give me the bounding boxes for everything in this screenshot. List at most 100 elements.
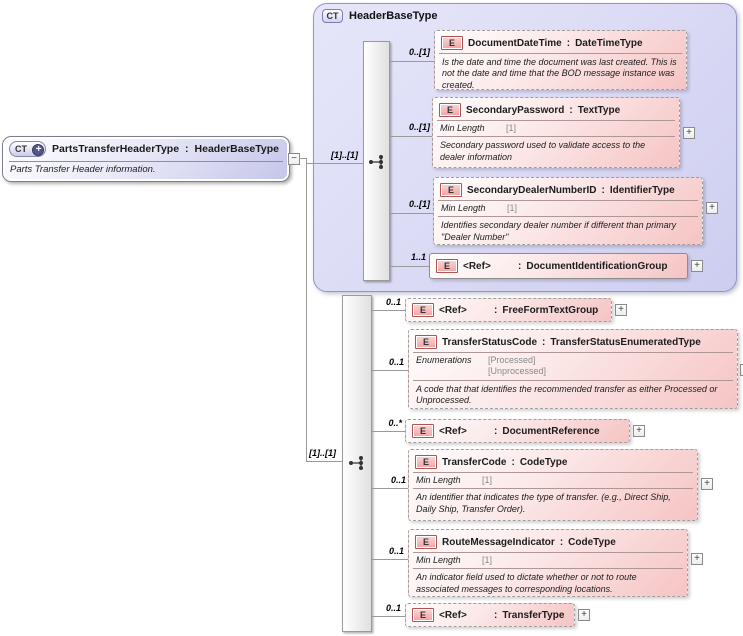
facet-value: [1] (482, 475, 493, 485)
type-separator: : (494, 609, 498, 621)
connector-line (372, 431, 405, 432)
facet-value: [Unprocessed] (488, 366, 547, 377)
element-secondarydealernumberid[interactable]: E SecondaryDealerNumberID : IdentifierTy… (433, 177, 703, 245)
element-icon: E (436, 259, 458, 273)
element-ref-freeformtextgroup[interactable]: E <Ref> : FreeFormTextGroup (405, 298, 612, 322)
divider (413, 379, 733, 381)
element-ref-documentreference[interactable]: E <Ref> : DocumentReference (405, 419, 630, 443)
cardinality-label: [1]..[1] (331, 150, 358, 160)
cardinality-label: 0..[1] (408, 199, 430, 209)
divider (438, 216, 698, 218)
type-separator: : (569, 104, 573, 116)
element-icon: E (439, 103, 461, 117)
type-separator: : (566, 37, 571, 49)
facet-value: [1] (482, 555, 493, 565)
element-description: Is the date and time the document was la… (442, 57, 677, 90)
element-type: IdentifierType (609, 184, 675, 196)
connector-line (372, 370, 408, 371)
element-type: FreeFormTextGroup (502, 304, 599, 316)
type-separator: : (518, 260, 522, 272)
cardinality-label: 1..1 (410, 252, 426, 262)
element-type: TransferStatusEnumeratedType (550, 336, 701, 348)
facet-row: Enumerations [Processed] [Unprocessed] (409, 353, 737, 380)
collapse-minus-icon[interactable] (288, 153, 300, 165)
expand-plus-icon[interactable] (615, 304, 627, 316)
divider (439, 53, 682, 54)
element-name: <Ref> (439, 304, 467, 316)
expand-plus-icon[interactable] (633, 425, 645, 437)
facet-label: Min Length (416, 555, 461, 565)
element-icon: E (412, 608, 434, 622)
expand-plus-icon[interactable] (691, 553, 703, 565)
divider (413, 488, 693, 490)
element-icon: E (412, 424, 434, 438)
element-name: <Ref> (463, 260, 491, 272)
root-type-box[interactable]: CT PartsTransferHeaderType : HeaderBaseT… (2, 136, 290, 182)
facet-value: [1] (507, 203, 518, 213)
element-description: Identifies secondary dealer number if di… (441, 220, 677, 242)
type-separator: : (601, 184, 605, 196)
element-ref-transfertype[interactable]: E <Ref> : TransferType (405, 603, 575, 627)
cardinality-label: 0..1 (385, 297, 401, 307)
divider (438, 200, 698, 201)
type-separator: : (542, 336, 546, 348)
element-name: TransferCode (442, 456, 507, 468)
cardinality-label: [1]..[1] (309, 448, 336, 458)
connector-line (306, 163, 363, 164)
cardinality-label: 0..[1] (408, 122, 430, 132)
connector-line (390, 213, 433, 214)
expand-plus-icon[interactable] (691, 260, 703, 272)
element-icon: E (440, 183, 462, 197)
element-transfercode[interactable]: E TransferCode : CodeType Min Length [1]… (408, 449, 698, 521)
ct-plus-circle-icon (32, 143, 44, 156)
element-documentdatetime[interactable]: E DocumentDateTime : DateTimeType Is the… (434, 30, 687, 90)
element-description: A code that that identifies the recommen… (416, 383, 718, 405)
element-routemessageindicator[interactable]: E RouteMessageIndicator : CodeType Min L… (408, 529, 688, 597)
facet-value: [1] (506, 123, 517, 133)
complex-type-icon: CT (322, 9, 343, 23)
expand-plus-icon[interactable] (740, 364, 743, 376)
expand-plus-icon[interactable] (683, 127, 695, 139)
element-type: TransferType (502, 609, 565, 621)
element-ref-documentidentificationgroup[interactable]: E <Ref> : DocumentIdentificationGroup (429, 253, 688, 279)
type-separator: : (494, 425, 498, 437)
divider (413, 352, 733, 353)
facet-row: Min Length [1] (433, 121, 679, 136)
cardinality-label: 0..1 (388, 357, 404, 367)
type-separator: : (559, 536, 564, 548)
root-type-separator: : (185, 143, 189, 155)
connector-line (299, 158, 307, 159)
element-name: DocumentDateTime (468, 37, 562, 49)
connector-line (306, 158, 307, 461)
facet-row: Min Length [1] (434, 201, 702, 216)
element-secondarypassword[interactable]: E SecondaryPassword : TextType Min Lengt… (432, 97, 680, 168)
expand-plus-icon[interactable] (578, 609, 590, 621)
element-icon: E (441, 36, 463, 50)
element-name: SecondaryPassword (466, 104, 565, 116)
element-description: An indicator field used to dictate wheth… (416, 572, 637, 594)
type-separator: : (511, 456, 515, 468)
divider (437, 120, 675, 121)
cardinality-label: 0..1 (388, 546, 404, 556)
cardinality-label: 0..1 (390, 475, 406, 485)
expand-plus-icon[interactable] (706, 202, 718, 214)
type-separator: : (494, 304, 498, 316)
element-type: CodeType (568, 536, 616, 548)
facet-row: Min Length [1] (409, 553, 687, 568)
connector-line (372, 559, 408, 560)
expand-plus-icon[interactable] (701, 478, 713, 490)
element-type: DocumentReference (502, 425, 600, 437)
element-transferstatuscode[interactable]: E TransferStatusCode : TransferStatusEnu… (408, 329, 738, 409)
sequence-icon (349, 456, 363, 470)
facet-label: Min Length (416, 475, 461, 485)
facet-value: [Processed] (488, 355, 536, 365)
base-type-header: CT HeaderBaseType (322, 9, 437, 23)
complex-type-plus-icon: CT (9, 141, 46, 157)
element-description: An identifier that indicates the type of… (416, 492, 671, 514)
element-description: Secondary password used to validate acce… (440, 140, 646, 162)
element-name: RouteMessageIndicator (442, 536, 555, 548)
connector-line (390, 61, 434, 62)
sequence-compositor[interactable] (363, 41, 390, 281)
element-icon: E (415, 335, 437, 349)
